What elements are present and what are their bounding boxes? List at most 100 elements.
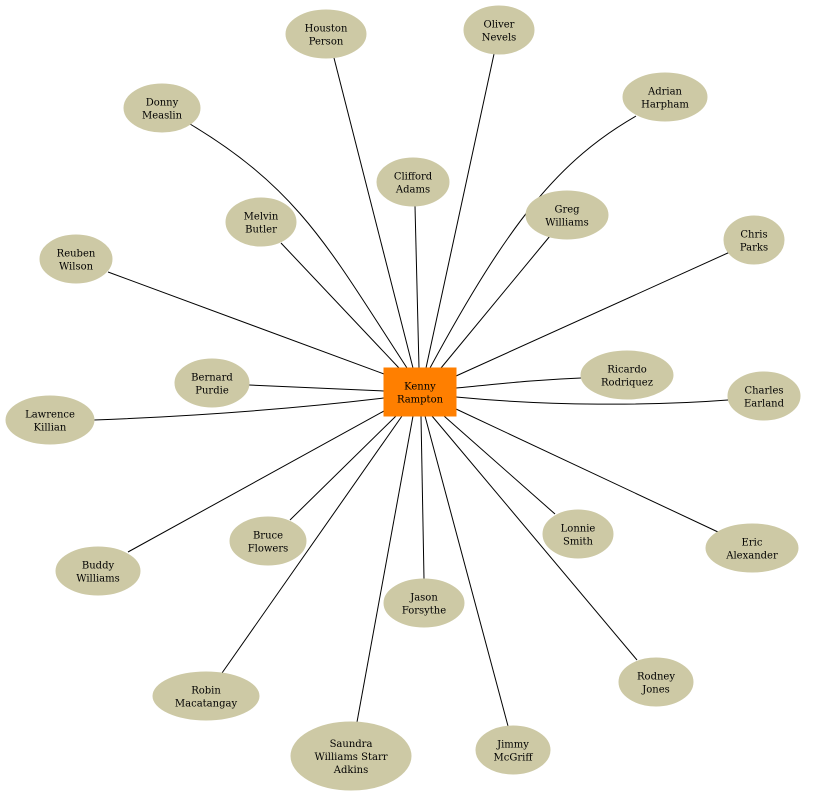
node-melvin-butler-label-line: Melvin (244, 212, 279, 223)
node-ellipse (723, 215, 785, 265)
node-ricardo-rodriquez-label-line: Ricardo (607, 365, 647, 376)
node-ellipse (290, 721, 412, 791)
node-rodney-jones-label-line: Rodney (637, 672, 675, 683)
node-charles-earland-label-line: Earland (744, 399, 785, 410)
node-ellipse (5, 395, 95, 445)
node-houston-person-label-line: Person (309, 37, 344, 48)
edges (93, 53, 731, 727)
edge-clifford-adams (414, 205, 420, 369)
node-buddy-williams-label-line: Williams (76, 574, 119, 585)
node-clifford-adams-label-line: Adams (395, 185, 430, 196)
node-adrian-harpham-label-line: Harpham (641, 100, 689, 111)
node-ellipse (123, 83, 201, 133)
node-lonnie-smith-label-line: Smith (563, 537, 594, 548)
node-robin-macatangay-label-line: Macatangay (175, 699, 238, 710)
edge-oliver-nevels (425, 53, 495, 369)
node-ellipse (225, 197, 297, 247)
node-ellipse (525, 190, 609, 240)
node-ricardo-rodriquez-label-line: Rodriquez (601, 378, 653, 389)
node-clifford-adams-label-line: Clifford (394, 172, 433, 183)
node-ellipse (463, 5, 535, 55)
node-reuben-wilson-label-line: Reuben (57, 249, 96, 260)
node-ellipse (542, 509, 614, 559)
node-ellipse (285, 9, 367, 59)
edge-eric-alexander (455, 408, 719, 533)
edge-bernard-purdie (248, 384, 385, 392)
node-jimmy-mcgriff-label-line: McGriff (494, 753, 534, 764)
node-ellipse (39, 234, 113, 284)
node-ellipse (152, 671, 260, 721)
node-buddy-williams-label-line: Buddy (82, 561, 115, 572)
node-ellipse (727, 371, 801, 421)
node-greg-williams-label-line: Williams (545, 218, 588, 229)
node-jason-forsythe-label-line: Jason (409, 593, 438, 604)
node-oliver-nevels-label-line: Nevels (482, 33, 517, 44)
node-adrian-harpham-label-line: Adrian (647, 87, 683, 98)
edge-charles-earland (455, 396, 729, 405)
node-chris-parks-label-line: Chris (740, 230, 767, 241)
node-bruce-flowers-label-line: Flowers (248, 544, 289, 555)
edge-jason-forsythe (420, 415, 425, 580)
node-lonnie-smith-label-line: Lonnie (561, 524, 596, 535)
edge-greg-williams (440, 235, 551, 369)
center-node-label-line: Rampton (397, 395, 444, 406)
edge-adrian-harpham (429, 115, 637, 369)
node-ellipse (475, 725, 551, 775)
node-ellipse (580, 350, 674, 400)
edge-jimmy-mcgriff (424, 415, 509, 727)
node-rodney-jones-label-line: Jones (641, 685, 670, 696)
edge-ricardo-rodriquez (455, 377, 582, 389)
center-node-box (383, 367, 457, 417)
node-ellipse (705, 523, 799, 573)
node-eric-alexander-label-line: Alexander (725, 551, 778, 562)
node-jimmy-mcgriff-label-line: Jimmy (496, 740, 529, 751)
node-saundra-williams-starr-adkins-label-line: Adkins (333, 765, 368, 776)
edge-donny-measlin (189, 123, 408, 369)
node-bernard-purdie-label-line: Purdie (195, 386, 229, 397)
node-ellipse (622, 72, 708, 122)
node-reuben-wilson-label-line: Wilson (59, 262, 94, 273)
